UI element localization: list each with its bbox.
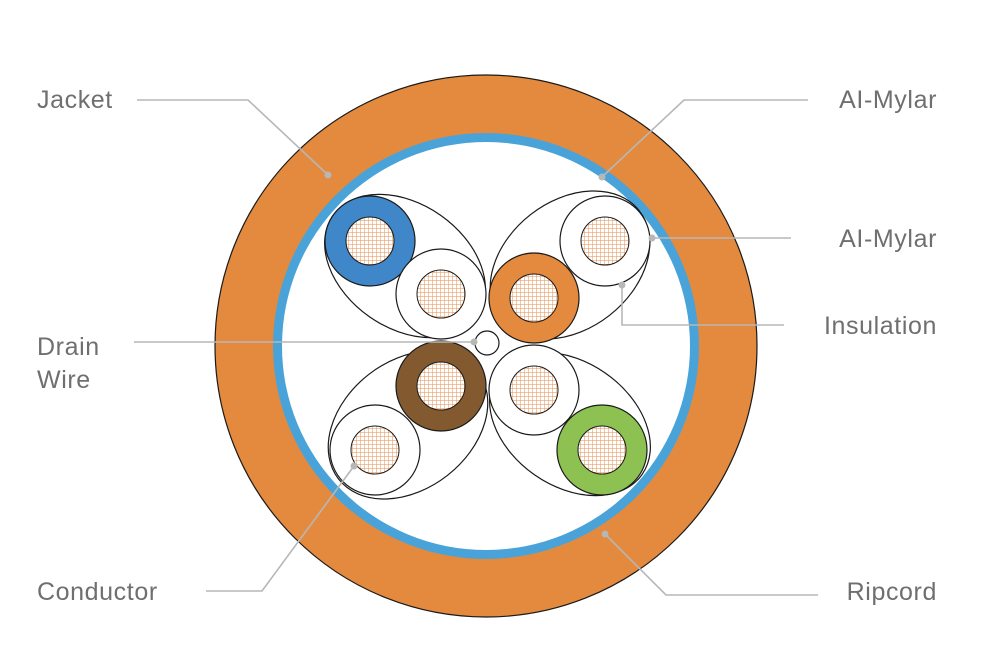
wire-orange [488,252,580,344]
conductor-core [509,273,559,323]
label-conductor: Conductor [37,578,158,606]
conductor-core [577,425,627,475]
leader-jacket [137,99,329,176]
wire-brown-white [329,404,421,496]
label-al-mylar-inner: AI-Mylar [839,225,937,253]
label-drain-wire-line1: Drain [37,333,100,361]
wire-orange-white [559,195,651,287]
label-al-mylar-outer: AI-Mylar [839,86,937,114]
conductor-core [580,216,630,266]
wire-green-white [488,344,580,436]
conductor-core [416,361,466,411]
label-jacket: Jacket [37,86,113,114]
leader-insulation [621,285,784,326]
leader-conductor [206,465,355,592]
leader-al-mylar-outer [601,99,808,178]
conductor-core [509,365,559,415]
wire-blue-white [395,248,487,340]
conductor-core [345,216,395,266]
drain-wire [474,330,500,356]
conductor-core [416,269,466,319]
label-insulation: Insulation [824,312,937,340]
leader-lines [134,99,818,596]
labels: Jacket AI-Mylar AI-Mylar Insulation Drai… [37,86,937,606]
wire-blue [324,195,416,287]
conductor-core [350,425,400,475]
leader-ripcord [604,533,818,596]
label-drain-wire-line2: Wire [37,366,91,394]
label-ripcord: Ripcord [847,578,937,606]
wire-brown [395,340,487,432]
wire-green [556,404,648,496]
